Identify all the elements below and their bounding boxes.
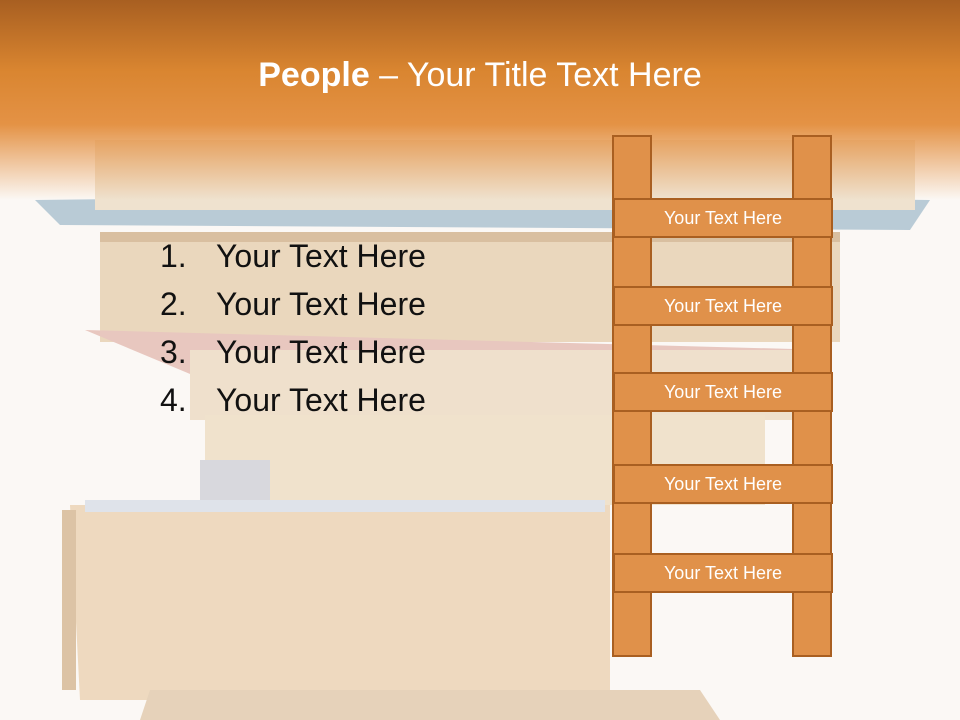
list-number: 1. (160, 238, 187, 274)
list-item: 2. Your Text Here (160, 280, 426, 328)
list-number: 2. (160, 286, 187, 322)
ladder-rung: Your Text Here (613, 198, 833, 238)
list-item: 1. Your Text Here (160, 232, 426, 280)
ladder-rung: Your Text Here (613, 464, 833, 504)
list-item: 3. Your Text Here (160, 328, 426, 376)
title-rest: – Your Title Text Here (369, 56, 702, 94)
list-text: Your Text Here (216, 286, 426, 322)
slide-title: People – Your Title Text Here (0, 52, 960, 98)
title-bold: People (258, 56, 370, 94)
ladder-rung: Your Text Here (613, 286, 833, 326)
list-text: Your Text Here (216, 334, 426, 370)
list-number: 4. (160, 382, 187, 418)
list-text: Your Text Here (216, 382, 426, 418)
ladder-rung: Your Text Here (613, 553, 833, 593)
numbered-list: 1. Your Text Here 2. Your Text Here 3. Your… (160, 232, 426, 424)
list-number: 3. (160, 334, 187, 370)
ladder-rung: Your Text Here (613, 372, 833, 412)
list-text: Your Text Here (216, 238, 426, 274)
list-item: 4. Your Text Here (160, 376, 426, 424)
